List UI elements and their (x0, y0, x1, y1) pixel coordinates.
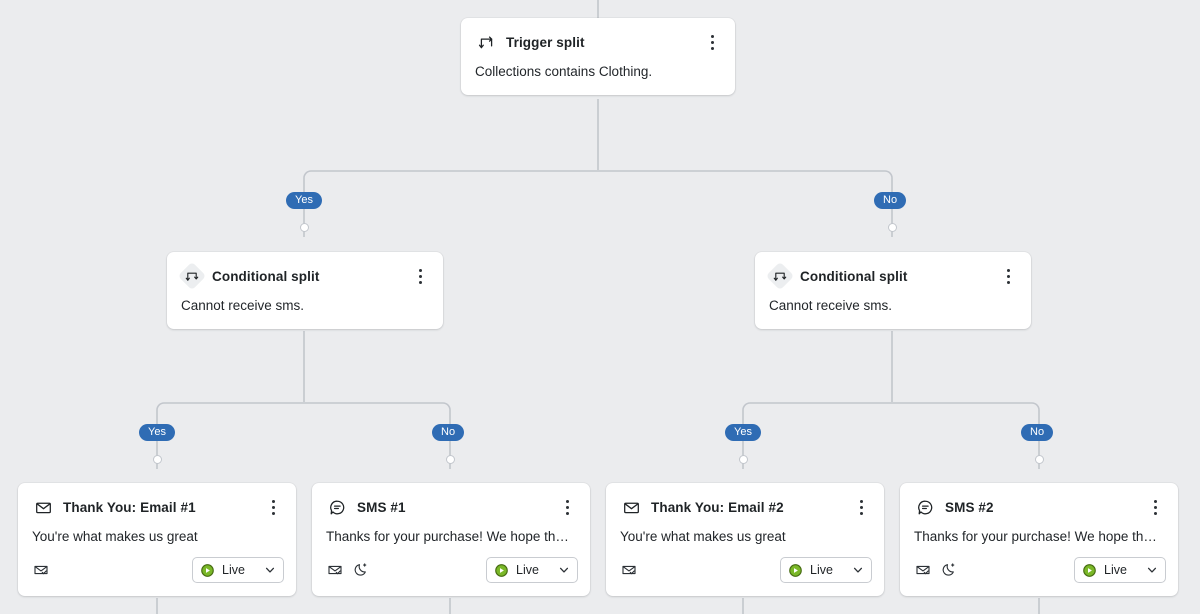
node-footer: Live (312, 546, 590, 596)
node-footer: Live (18, 546, 296, 596)
kebab-menu-icon[interactable] (1146, 497, 1164, 517)
status-dropdown-sms-1[interactable]: Live (486, 557, 578, 583)
envelope-icon (32, 496, 54, 518)
node-conditional-split-right[interactable]: Conditional split Cannot receive sms. (755, 252, 1031, 329)
kebab-menu-icon[interactable] (264, 497, 282, 517)
sms-bubble-icon (914, 496, 936, 518)
node-title: SMS #2 (945, 499, 994, 515)
chevron-down-icon (1145, 564, 1158, 577)
node-description: Thanks for your purchase! We hope that .… (914, 529, 1170, 544)
smart-sending-icon[interactable] (914, 562, 931, 579)
chevron-down-icon (263, 564, 276, 577)
node-description: You're what makes us great (620, 529, 786, 544)
sms-bubble-icon (326, 496, 348, 518)
live-play-icon (495, 563, 508, 577)
node-footer: Live (606, 546, 884, 596)
node-header: Thank You: Email #1 (18, 483, 296, 518)
split-icon (475, 31, 497, 53)
node-header: Trigger split (461, 18, 735, 53)
node-sms-1[interactable]: SMS #1 Thanks for your purchase! We hope… (312, 483, 590, 596)
edge-connector-dot[interactable] (738, 455, 748, 464)
smart-sending-icon[interactable] (326, 562, 343, 579)
node-title: Thank You: Email #2 (651, 499, 784, 515)
branch-label-trigger-yes[interactable]: Yes (286, 192, 322, 209)
node-description: You're what makes us great (32, 529, 198, 544)
node-trigger-split[interactable]: Trigger split Collections contains Cloth… (461, 18, 735, 95)
status-dropdown-sms-2[interactable]: Live (1074, 557, 1166, 583)
node-title: SMS #1 (357, 499, 406, 515)
kebab-menu-icon[interactable] (411, 266, 429, 286)
quiet-hours-icon[interactable] (940, 562, 957, 579)
node-email-2[interactable]: Thank You: Email #2 You're what makes us… (606, 483, 884, 596)
kebab-menu-icon[interactable] (703, 32, 721, 52)
branch-label-left-yes[interactable]: Yes (139, 424, 175, 441)
kebab-menu-icon[interactable] (852, 497, 870, 517)
node-title: Thank You: Email #1 (63, 499, 196, 515)
node-header: Conditional split (755, 252, 1031, 287)
node-header: SMS #2 (900, 483, 1178, 518)
kebab-menu-icon[interactable] (558, 497, 576, 517)
node-description: Cannot receive sms. (181, 298, 305, 313)
branch-label-trigger-no[interactable]: No (874, 192, 907, 209)
live-play-icon (1083, 563, 1096, 577)
node-description: Collections contains Clothing. (475, 64, 653, 79)
kebab-menu-icon[interactable] (999, 266, 1017, 286)
edge-connector-dot[interactable] (152, 455, 162, 464)
node-title: Conditional split (800, 268, 908, 284)
node-header: SMS #1 (312, 483, 590, 518)
branch-label-right-yes[interactable]: Yes (725, 424, 761, 441)
quiet-hours-icon[interactable] (352, 562, 369, 579)
conditional-split-icon (181, 265, 203, 287)
status-dropdown-email-2[interactable]: Live (780, 557, 872, 583)
status-label: Live (1104, 563, 1127, 577)
status-label: Live (810, 563, 833, 577)
live-play-icon (789, 563, 802, 577)
node-footer: Live (900, 546, 1178, 596)
live-play-icon (201, 563, 214, 577)
branch-label-right-no[interactable]: No (1021, 424, 1054, 441)
status-label: Live (222, 563, 245, 577)
status-dropdown-email-1[interactable]: Live (192, 557, 284, 583)
node-sms-2[interactable]: SMS #2 Thanks for your purchase! We hope… (900, 483, 1178, 596)
node-header: Thank You: Email #2 (606, 483, 884, 518)
branch-label-left-no[interactable]: No (432, 424, 465, 441)
chevron-down-icon (851, 564, 864, 577)
edge-connector-dot[interactable] (1034, 455, 1044, 464)
smart-sending-icon[interactable] (620, 562, 637, 579)
node-header: Conditional split (167, 252, 443, 287)
status-label: Live (516, 563, 539, 577)
smart-sending-icon[interactable] (32, 562, 49, 579)
edge-connector-dot[interactable] (299, 223, 309, 232)
node-title: Conditional split (212, 268, 320, 284)
conditional-split-icon (769, 265, 791, 287)
node-conditional-split-left[interactable]: Conditional split Cannot receive sms. (167, 252, 443, 329)
node-description: Cannot receive sms. (769, 298, 893, 313)
chevron-down-icon (557, 564, 570, 577)
node-title: Trigger split (506, 34, 585, 50)
node-description: Thanks for your purchase! We hope that .… (326, 529, 582, 544)
node-email-1[interactable]: Thank You: Email #1 You're what makes us… (18, 483, 296, 596)
edge-connector-dot[interactable] (445, 455, 455, 464)
envelope-icon (620, 496, 642, 518)
edge-connector-dot[interactable] (887, 223, 897, 232)
